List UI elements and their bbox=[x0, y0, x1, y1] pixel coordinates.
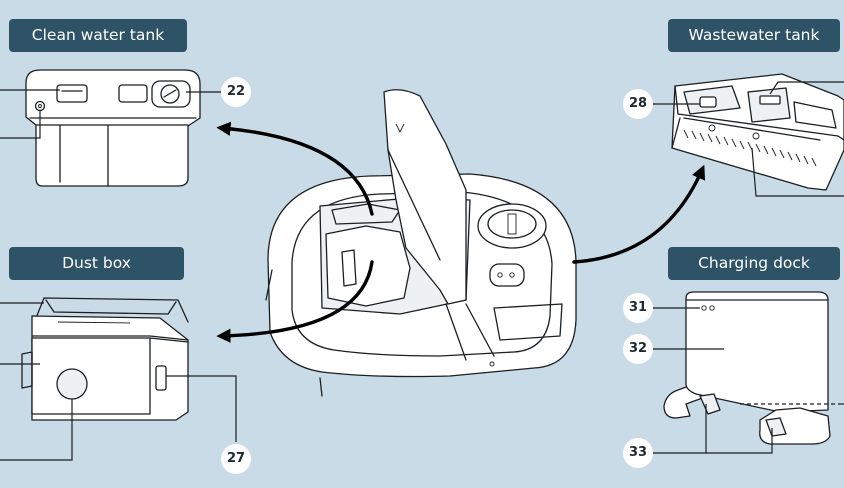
clean-water-tank-leaders bbox=[0, 89, 222, 139]
robot-vacuum-drawing bbox=[265, 89, 577, 397]
arrow-to-dust-box bbox=[216, 260, 374, 343]
label-clean-water-tank: Clean water tank bbox=[9, 19, 187, 52]
label-dust-box: Dust box bbox=[9, 247, 184, 280]
arrow-to-clean-water-tank bbox=[216, 121, 374, 216]
label-charging-dock: Charging dock bbox=[668, 247, 840, 280]
charging-dock-drawing bbox=[663, 291, 831, 445]
clean-water-tank-drawing bbox=[25, 69, 201, 187]
callout-32: 32 bbox=[623, 334, 653, 364]
wastewater-tank-drawing bbox=[671, 73, 844, 191]
wastewater-tank-leaders bbox=[652, 81, 844, 197]
dust-box-drawing bbox=[21, 297, 189, 421]
callout-27: 27 bbox=[221, 444, 251, 474]
callout-33: 33 bbox=[623, 438, 653, 468]
label-wastewater-tank: Wastewater tank bbox=[668, 19, 840, 52]
callout-28: 28 bbox=[623, 89, 653, 119]
charging-dock-leaders bbox=[652, 307, 844, 454]
dust-box-leaders bbox=[0, 302, 237, 461]
arrow-to-wastewater-tank bbox=[572, 164, 706, 264]
callout-31: 31 bbox=[623, 293, 653, 323]
callout-22: 22 bbox=[221, 77, 251, 107]
